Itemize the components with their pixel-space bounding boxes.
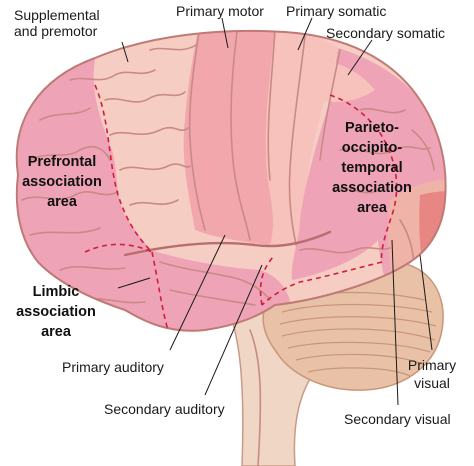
label-primary-auditory: Primary auditory (62, 359, 164, 375)
cerebellum-folia (279, 291, 437, 377)
leader-lines (117, 17, 433, 406)
label-prefrontal-line3: area (47, 194, 78, 210)
label-secondary-auditory: Secondary auditory (104, 401, 225, 417)
primary-motor-region (183, 30, 275, 245)
label-parieto-line1: Parieto- (345, 120, 399, 136)
label-primary-motor: Primary motor (176, 3, 264, 19)
label-secondary-visual: Secondary visual (344, 411, 451, 427)
label-primary-somatic: Primary somatic (286, 3, 386, 19)
label-parieto-line3: temporal (341, 160, 402, 176)
label-limbic-line3: area (41, 324, 72, 340)
region-boundaries (84, 84, 398, 331)
label-primary-visual-line2: visual (414, 375, 450, 391)
label-supplemental-line2: and premotor (14, 23, 98, 39)
label-supplemental-line1: Supplemental (14, 7, 100, 23)
label-limbic-line2: association (16, 304, 96, 320)
label-parieto-line2: occipito- (342, 140, 403, 156)
label-parieto-line4: association (332, 180, 412, 196)
label-prefrontal-line2: association (22, 174, 102, 190)
label-secondary-somatic: Secondary somatic (326, 25, 445, 41)
secondary-somatic-region (320, 60, 375, 102)
label-prefrontal-line1: Prefrontal (28, 154, 97, 170)
primary-somatic-region (265, 30, 338, 245)
label-primary-visual-line1: Primary (408, 357, 456, 373)
label-limbic-line1: Limbic (33, 284, 80, 300)
label-parieto-line5: area (357, 200, 388, 216)
